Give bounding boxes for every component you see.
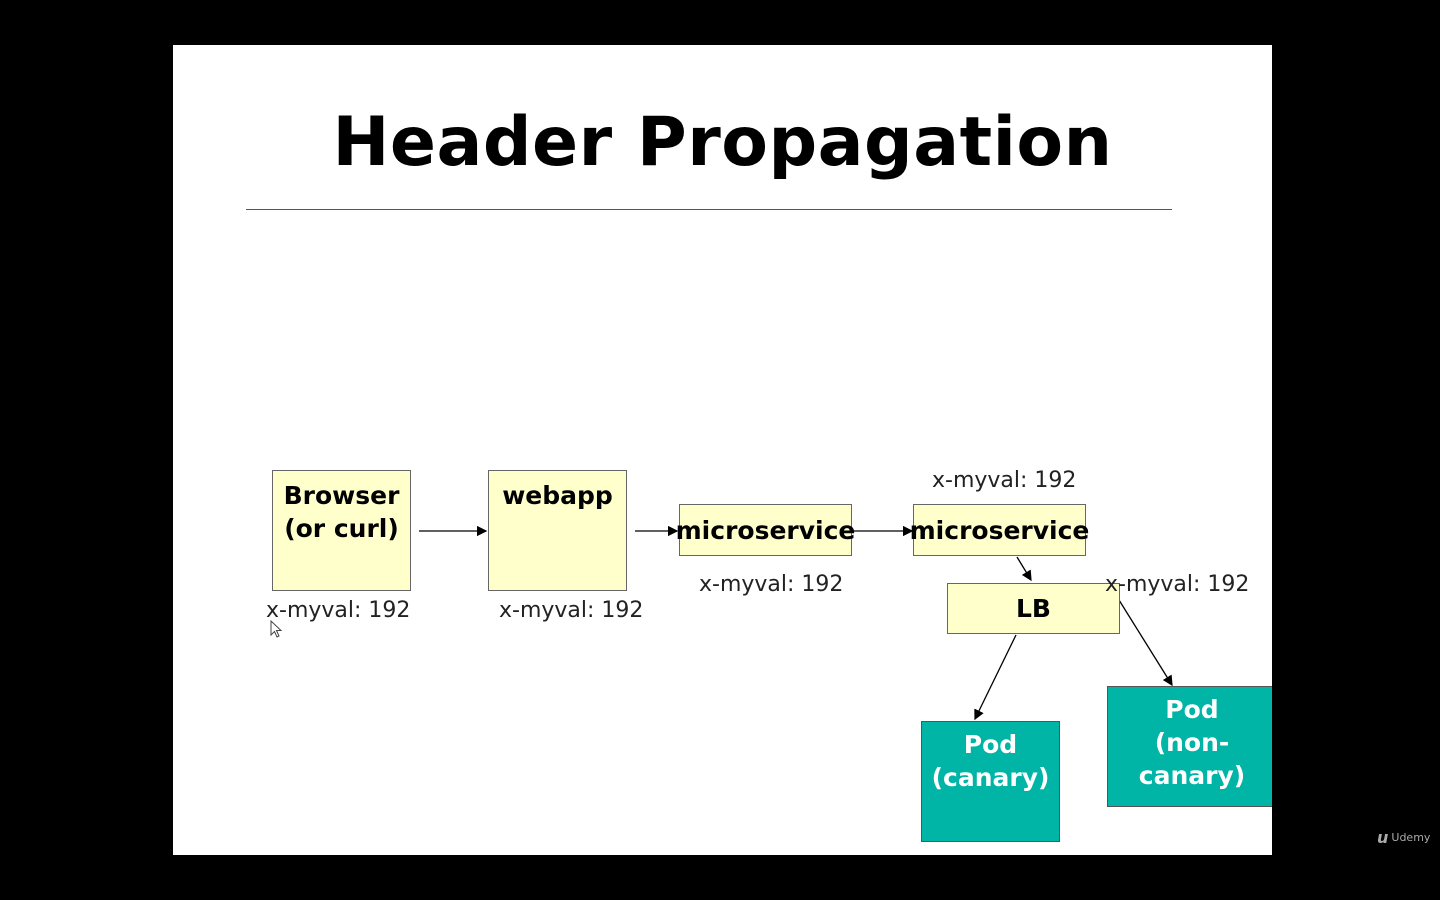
pod-canary-node: Pod (canary) <box>921 721 1060 842</box>
microservice-2-header-label: x-myval: 192 <box>932 468 1077 493</box>
pod-noncanary-line1: Pod <box>1165 695 1219 724</box>
browser-header-label: x-myval: 192 <box>266 598 411 623</box>
microservice-2-label: microservice <box>909 515 1090 545</box>
microservice-node-2: microservice <box>910 504 1089 556</box>
slide: Header Propagation Browser (or curl) web… <box>173 45 1272 855</box>
microservice-node-1: microservice <box>676 504 855 556</box>
title-divider <box>246 209 1172 210</box>
webapp-node: webapp <box>488 470 627 591</box>
microservice-1-header-label: x-myval: 192 <box>699 572 844 597</box>
pod-noncanary-line2: (non-canary) <box>1138 728 1246 790</box>
pod-canary-line1: Pod <box>963 730 1018 759</box>
udemy-watermark: u Udemy <box>1377 828 1430 847</box>
udemy-logo-icon: u <box>1377 828 1389 847</box>
browser-label-line1: Browser <box>283 481 400 510</box>
pod-canary-line2: (canary) <box>931 763 1050 792</box>
browser-node: Browser (or curl) <box>272 470 411 591</box>
pod-noncanary-node: Pod (non-canary) <box>1107 686 1272 807</box>
arrow-microservice-to-lb <box>1016 556 1032 582</box>
udemy-watermark-text: Udemy <box>1391 831 1431 844</box>
arrow-lb-to-pod-canary <box>974 634 1017 721</box>
lb-node: LB <box>947 583 1120 634</box>
lb-label: LB <box>1016 594 1051 623</box>
lb-header-label: x-myval: 192 <box>1105 572 1250 597</box>
webapp-label: webapp <box>502 481 613 510</box>
arrow-lb-to-pod-noncanary <box>1118 599 1173 687</box>
arrows <box>419 525 1173 721</box>
browser-label-line2: (or curl) <box>284 514 399 543</box>
webapp-header-label: x-myval: 192 <box>499 598 644 623</box>
slide-title: Header Propagation <box>332 103 1113 182</box>
microservice-1-label: microservice <box>675 515 856 545</box>
mouse-pointer-icon <box>270 620 283 638</box>
